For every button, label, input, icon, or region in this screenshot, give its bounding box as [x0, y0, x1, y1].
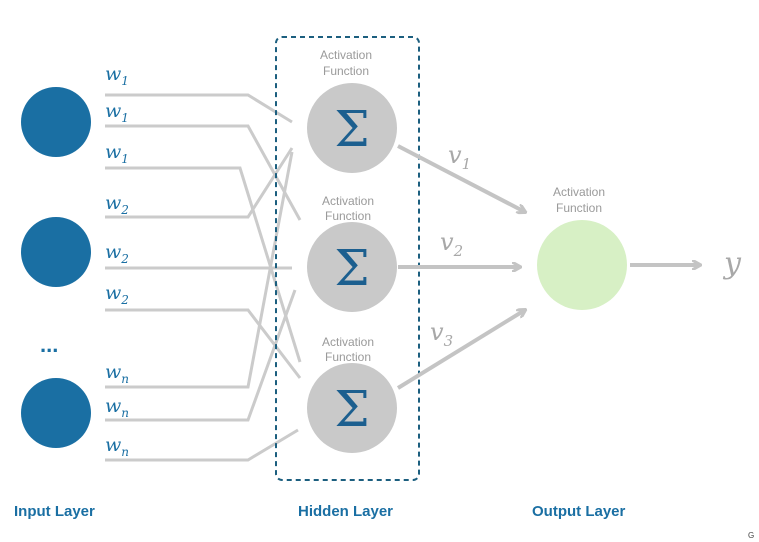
output-layer-label: Output Layer: [532, 503, 626, 520]
output-node-circle: [537, 220, 627, 310]
input-ellipsis: ...: [40, 332, 58, 357]
connection-line: [105, 124, 302, 221]
hidden-node-circle: [307, 83, 397, 173]
hidden-node: Activation Function Σ: [307, 194, 397, 312]
activation-caption: Activation: [322, 194, 374, 208]
connection-line: [105, 289, 297, 422]
hidden-node-circle: [307, 363, 397, 453]
hidden-layer-label: Hidden Layer: [298, 503, 393, 520]
weight-label: w2: [105, 192, 129, 217]
weight-label: w2: [105, 241, 129, 266]
weight-label: wn: [105, 395, 129, 420]
connection-line: [105, 93, 293, 124]
weight-label: w1: [105, 141, 129, 166]
input-node: [21, 87, 91, 157]
hidden-layer-box: [275, 36, 420, 481]
output-symbol: y: [722, 246, 742, 281]
connection-arrow: [396, 310, 525, 390]
weight-label: wn: [105, 434, 129, 459]
weight-label: wn: [105, 361, 129, 386]
activation-caption: Function: [325, 209, 371, 223]
hidden-output-connections: [396, 144, 700, 390]
connection-line: [105, 428, 299, 462]
connection-line: [105, 147, 294, 219]
weight-label: w1: [105, 63, 129, 88]
sigma-icon: Σ: [334, 100, 369, 158]
weight-label: w1: [105, 100, 129, 125]
corner-mark: G: [748, 531, 754, 540]
activation-caption: Function: [323, 64, 369, 78]
connection-line: [105, 166, 302, 363]
hidden-node: Activation Function Σ: [307, 48, 397, 173]
connection-arrow: [397, 144, 525, 212]
sigma-icon: Σ: [334, 239, 369, 297]
input-hidden-connections: [105, 93, 302, 462]
output-weight-label: v2: [440, 228, 463, 260]
output-node: Activation Function: [537, 185, 627, 310]
output-weight-label: v1: [448, 141, 471, 173]
connection-line: [105, 308, 302, 379]
activation-caption: Activation: [553, 185, 605, 199]
connection-line: [105, 151, 294, 389]
hidden-node: Activation Function Σ: [307, 335, 397, 453]
activation-caption: Activation: [322, 335, 374, 349]
activation-caption: Activation: [320, 48, 372, 62]
input-node: [21, 217, 91, 287]
weight-label: w2: [105, 282, 129, 307]
input-layer-label: Input Layer: [14, 503, 95, 520]
activation-caption: Function: [556, 201, 602, 215]
sigma-icon: Σ: [334, 380, 369, 438]
output-weight-label: v3: [430, 318, 453, 350]
activation-caption: Function: [325, 350, 371, 364]
input-node: [21, 378, 91, 448]
hidden-node-circle: [307, 222, 397, 312]
